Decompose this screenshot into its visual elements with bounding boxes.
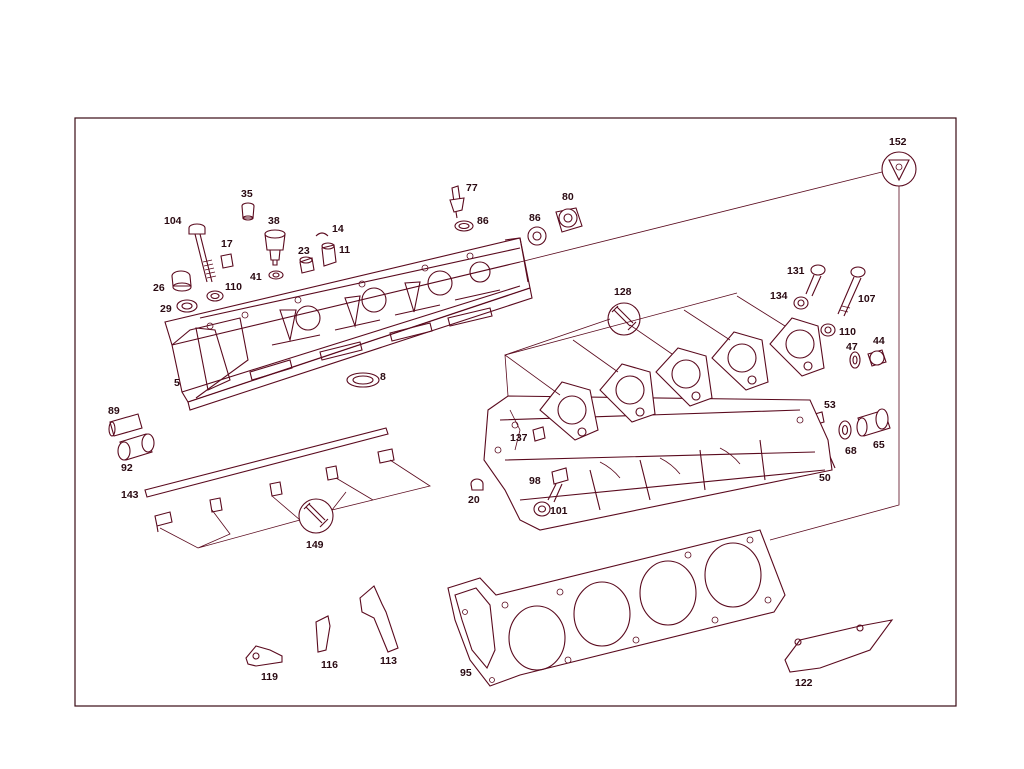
label-38: 38 xyxy=(268,215,280,227)
bracket-119[interactable] xyxy=(245,645,283,667)
label-53: 53 xyxy=(824,399,836,411)
label-47: 47 xyxy=(846,341,858,353)
bearing-bracket-2[interactable] xyxy=(599,363,656,423)
tool-152-socket-tool-icon[interactable] xyxy=(881,151,917,187)
tool-128-wrench-icon[interactable] xyxy=(607,302,641,336)
bearing-bracket-5[interactable] xyxy=(769,317,825,377)
label-80: 80 xyxy=(562,191,574,203)
label-20: 20 xyxy=(468,494,480,506)
label-44: 44 xyxy=(873,335,885,347)
label-134: 134 xyxy=(770,290,788,302)
dowel-137[interactable] xyxy=(532,426,546,442)
bearing-bracket-3[interactable] xyxy=(655,347,713,407)
bolt-131[interactable] xyxy=(805,264,826,297)
washer-134[interactable] xyxy=(793,296,809,310)
label-92: 92 xyxy=(121,462,133,474)
label-101: 101 xyxy=(550,505,568,517)
cover-122[interactable] xyxy=(784,619,894,673)
label-86: 86 xyxy=(529,212,541,224)
washer-101[interactable] xyxy=(533,501,551,517)
cylinder-head[interactable] xyxy=(164,237,533,411)
label-17: 17 xyxy=(221,238,233,250)
label-65: 65 xyxy=(873,439,885,451)
label-119: 119 xyxy=(261,671,278,683)
label-68: 68 xyxy=(845,445,857,457)
oil-tube-143[interactable] xyxy=(144,427,389,498)
bearing-bracket-1[interactable] xyxy=(539,381,599,441)
plug-44[interactable] xyxy=(867,349,887,367)
ring-86[interactable] xyxy=(527,226,547,246)
label-14: 14 xyxy=(332,223,344,235)
label-122: 122 xyxy=(795,677,813,689)
label-131: 131 xyxy=(787,265,805,277)
part-11[interactable] xyxy=(321,242,337,267)
plug-92[interactable] xyxy=(117,433,155,461)
seal-29[interactable] xyxy=(176,299,198,313)
washer-110-right[interactable] xyxy=(820,323,836,337)
label-152: 152 xyxy=(889,136,907,148)
label-5: 5 xyxy=(174,377,180,389)
clip-14[interactable] xyxy=(315,232,329,237)
label-110-right: 110 xyxy=(839,326,856,338)
label-23: 23 xyxy=(298,245,310,257)
bracket-113[interactable] xyxy=(359,585,399,653)
bearing-bracket-4[interactable] xyxy=(711,331,769,391)
tool-149-wrench-icon[interactable] xyxy=(298,498,334,534)
label-77: 77 xyxy=(466,182,478,194)
label-107: 107 xyxy=(858,293,876,305)
part-17[interactable] xyxy=(220,253,234,269)
seal-47[interactable] xyxy=(849,351,861,369)
label-95: 95 xyxy=(460,667,472,679)
label-89: 89 xyxy=(108,405,120,417)
label-143: 143 xyxy=(121,489,139,501)
bolt-104[interactable] xyxy=(188,223,217,283)
sensor-77[interactable] xyxy=(449,185,465,219)
plug-26[interactable] xyxy=(171,270,192,292)
label-8: 8 xyxy=(380,371,386,383)
label-149: 149 xyxy=(306,539,324,551)
cap-80[interactable] xyxy=(555,207,583,233)
bolt-98[interactable] xyxy=(547,467,569,503)
ring-86-top[interactable] xyxy=(454,220,474,232)
label-86-top: 86 xyxy=(477,215,489,227)
diagram-frame xyxy=(74,117,957,707)
label-98: 98 xyxy=(529,475,541,487)
label-128: 128 xyxy=(614,286,632,298)
gasket-8[interactable] xyxy=(346,372,380,388)
label-137: 137 xyxy=(510,432,528,444)
washer-110-left[interactable] xyxy=(206,290,224,302)
label-26: 26 xyxy=(153,282,165,294)
nozzles[interactable] xyxy=(154,448,395,533)
ring-41[interactable] xyxy=(268,270,284,280)
part-89[interactable] xyxy=(108,413,143,437)
part-20[interactable] xyxy=(470,478,484,491)
label-11: 11 xyxy=(339,244,350,256)
part-labels: 152 35 77 80 104 38 86 86 14 17 23 11 41… xyxy=(108,136,907,689)
label-104: 104 xyxy=(164,215,182,227)
leader-lines xyxy=(159,171,900,549)
valve-stem-38[interactable] xyxy=(264,229,286,266)
bolt-107[interactable] xyxy=(837,266,866,317)
bracket-116[interactable] xyxy=(315,615,331,653)
ring-68[interactable] xyxy=(838,420,852,440)
label-50: 50 xyxy=(819,472,831,484)
label-110-left: 110 xyxy=(225,281,242,293)
label-35: 35 xyxy=(241,188,253,200)
label-113: 113 xyxy=(380,655,397,667)
plug-65[interactable] xyxy=(856,408,891,437)
label-29: 29 xyxy=(160,303,172,315)
label-41: 41 xyxy=(250,271,262,283)
part-23[interactable] xyxy=(299,256,315,274)
label-116: 116 xyxy=(321,659,338,671)
part-35[interactable] xyxy=(241,202,255,221)
head-gasket-95[interactable] xyxy=(447,529,786,687)
